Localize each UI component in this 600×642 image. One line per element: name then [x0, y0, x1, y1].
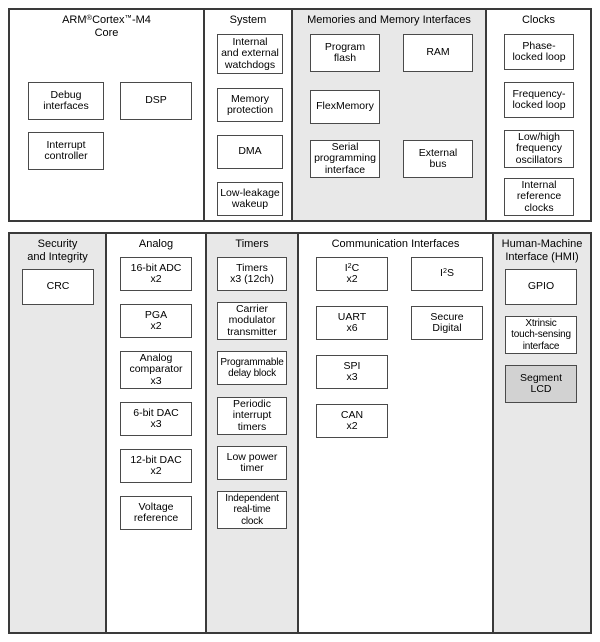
column-arm-cortex-m4-core: ARM®Cortex™-M4 Core Debug interfaces DSP… [10, 10, 205, 220]
block-16-bit-adc[interactable]: 16-bit ADC x2 [120, 257, 192, 291]
block-low-leakage-wakeup[interactable]: Low-leakage wakeup [217, 182, 283, 216]
column-title-clocks: Clocks [521, 14, 555, 26]
column-title-security-and-integrity: Security and Integrity [27, 238, 88, 263]
block-programmable-delay-block[interactable]: Programmable delay block [217, 351, 287, 385]
column-security-and-integrity: Security and Integrity CRC [10, 234, 107, 632]
block-memory-protection[interactable]: Memory protection [217, 88, 283, 122]
column-clocks: Clocks Phase- locked loop Frequency- loc… [487, 10, 590, 220]
column-memories-and-memory-interfaces: Memories and Memory Interfaces Program f… [293, 10, 487, 220]
column-title-memories-and-memory-interfaces: Memories and Memory Interfaces [307, 14, 471, 26]
block-internal-and-external-watchdogs[interactable]: Internal and external watchdogs [217, 34, 283, 74]
column-title-system: System [229, 14, 267, 26]
column-human-machine-interface: Human-Machine Interface (HMI) GPIO Xtrin… [494, 234, 590, 632]
column-timers: Timers Timers x3 (12ch) Carrier modulato… [207, 234, 299, 632]
column-communication-interfaces: Communication Interfaces I2C x2 I2S UART… [299, 234, 494, 632]
block-dsp[interactable]: DSP [120, 82, 192, 120]
block-voltage-reference[interactable]: Voltage reference [120, 496, 192, 530]
block-flexmemory[interactable]: FlexMemory [310, 90, 380, 124]
column-title-arm-cortex-m4-core: ARM®Cortex™-M4 Core [62, 12, 151, 39]
block-gpio[interactable]: GPIO [505, 269, 577, 305]
block-frequency-locked-loop[interactable]: Frequency- locked loop [504, 82, 574, 118]
block-timers[interactable]: Timers x3 (12ch) [217, 257, 287, 291]
block-debug-interfaces[interactable]: Debug interfaces [28, 82, 104, 120]
block-phase-locked-loop[interactable]: Phase- locked loop [504, 34, 574, 70]
block-analog-comparator[interactable]: Analog comparator x3 [120, 351, 192, 389]
block-serial-programming-interface[interactable]: Serial programming interface [310, 140, 380, 178]
block-low-power-timer[interactable]: Low power timer [217, 446, 287, 480]
block-i2c[interactable]: I2C x2 [316, 257, 388, 291]
block-12-bit-dac[interactable]: 12-bit DAC x2 [120, 449, 192, 483]
block-pga[interactable]: PGA x2 [120, 304, 192, 338]
column-title-communication-interfaces: Communication Interfaces [331, 238, 460, 250]
bottom-row-band: Security and Integrity CRC Analog 16-bit… [8, 232, 592, 634]
top-row-band: ARM®Cortex™-M4 Core Debug interfaces DSP… [8, 8, 592, 222]
column-system: System Internal and external watchdogs M… [205, 10, 293, 220]
block-xtrinsic-touch-sensing-interface[interactable]: Xtrinsic touch-sensing interface [505, 316, 577, 354]
block-6-bit-dac[interactable]: 6-bit DAC x3 [120, 402, 192, 436]
column-title-timers: Timers [235, 238, 269, 250]
block-segment-lcd[interactable]: Segment LCD [505, 365, 577, 403]
block-program-flash[interactable]: Program flash [310, 34, 380, 72]
block-dma[interactable]: DMA [217, 135, 283, 169]
column-title-human-machine-interface: Human-Machine Interface (HMI) [501, 238, 583, 263]
block-spi[interactable]: SPI x3 [316, 355, 388, 389]
block-low-high-frequency-oscillators[interactable]: Low/high frequency oscillators [504, 130, 574, 168]
block-independent-real-time-clock[interactable]: Independent real-time clock [217, 491, 287, 529]
block-internal-reference-clocks[interactable]: Internal reference clocks [504, 178, 574, 216]
block-ram[interactable]: RAM [403, 34, 473, 72]
block-can[interactable]: CAN x2 [316, 404, 388, 438]
block-interrupt-controller[interactable]: Interrupt controller [28, 132, 104, 170]
block-periodic-interrupt-timers[interactable]: Periodic interrupt timers [217, 397, 287, 435]
block-i2s[interactable]: I2S [411, 257, 483, 291]
column-analog: Analog 16-bit ADC x2 PGA x2 Analog compa… [107, 234, 207, 632]
block-external-bus[interactable]: External bus [403, 140, 473, 178]
block-crc[interactable]: CRC [22, 269, 94, 305]
block-uart[interactable]: UART x6 [316, 306, 388, 340]
block-secure-digital[interactable]: Secure Digital [411, 306, 483, 340]
block-carrier-modulator-transmitter[interactable]: Carrier modulator transmitter [217, 302, 287, 340]
column-title-analog: Analog [138, 238, 174, 250]
